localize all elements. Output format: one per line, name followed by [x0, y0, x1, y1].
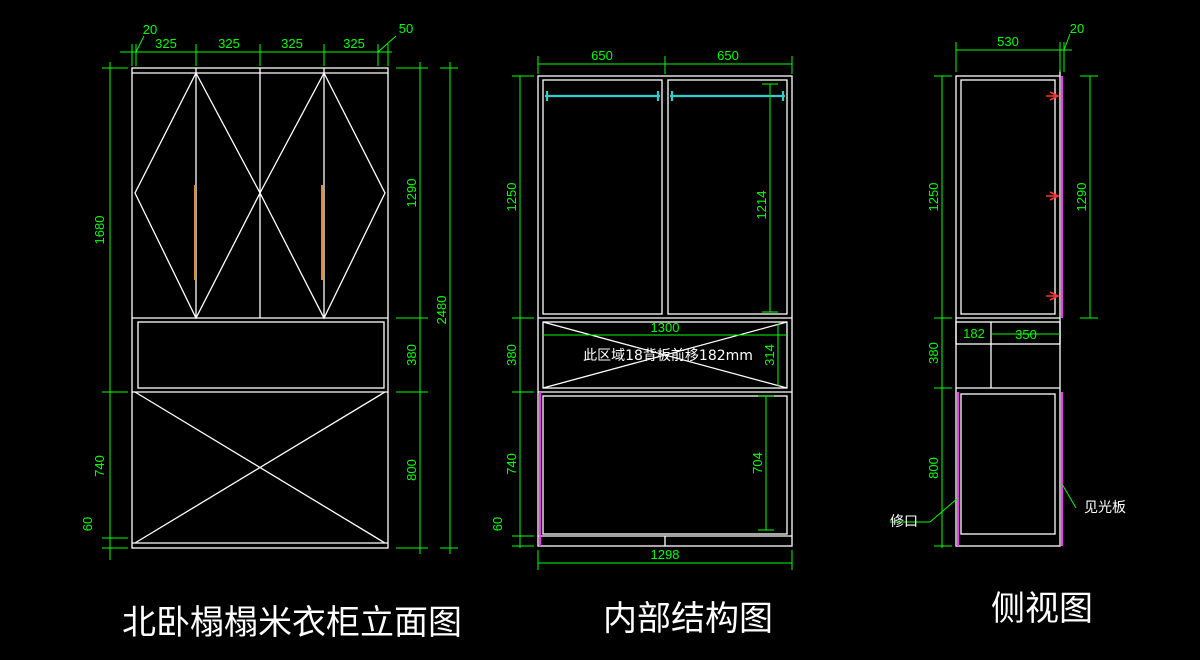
- upper-right-compartment: [667, 79, 788, 315]
- middle-compartment: [542, 321, 788, 389]
- dim-label: 60: [80, 517, 95, 531]
- dim-label: 800: [404, 459, 419, 481]
- side-view-title: 侧视图: [991, 589, 1093, 629]
- dim-label: 740: [92, 455, 107, 477]
- dim-leader: [135, 35, 145, 53]
- leader-line: [929, 497, 959, 523]
- dim-label: 1250: [926, 183, 941, 212]
- dim-leader: [377, 35, 397, 53]
- upper-left-compartment: [542, 79, 663, 315]
- front-elevation: 20 325 325 325 325 50 1680 740 60 1290 3…: [80, 21, 458, 560]
- dim-label: 1290: [1074, 183, 1089, 212]
- visible-panel-label: 见光板: [1084, 500, 1126, 516]
- dim-label: 60: [490, 517, 505, 531]
- front-elevation-title: 北卧榻榻米衣柜立面图: [122, 603, 462, 643]
- dim-label: 650: [717, 48, 739, 63]
- dim-label: 380: [926, 342, 941, 364]
- internal-structure-title: 内部结构图: [603, 599, 773, 639]
- dim-label: 182: [963, 326, 985, 341]
- lower-compartment: [542, 395, 788, 535]
- dim-label: 1214: [754, 191, 769, 220]
- hinge-icon: [1046, 291, 1060, 301]
- dim-label: 1680: [92, 216, 107, 245]
- leader-line: [1061, 483, 1077, 509]
- dim-label: 800: [926, 457, 941, 479]
- dim-label: 325: [343, 36, 365, 51]
- dim-label: 380: [404, 344, 419, 366]
- middle-cross-brace: [542, 321, 788, 389]
- lower-side-compartment: [960, 393, 1056, 535]
- dim-label: 20: [143, 22, 157, 37]
- dim-label: 325: [155, 36, 177, 51]
- dim-label: 2480: [434, 296, 449, 325]
- hinge-icon: [1046, 91, 1060, 101]
- dim-label: 704: [750, 452, 765, 474]
- side-outline: [955, 75, 1061, 547]
- middle-open-panel: [137, 321, 385, 389]
- backboard-note: 此区域18背板前移182mm: [583, 347, 753, 364]
- dim-label: 314: [762, 344, 777, 366]
- dim-label: 380: [504, 344, 519, 366]
- dim-label: 1290: [404, 179, 419, 208]
- internal-outline: [537, 75, 793, 547]
- door-diamond-pattern: [134, 71, 261, 320]
- side-view: 530 20 1250 380 800 1290 182 350 修口 见光板: [890, 21, 1126, 548]
- dim-label: 325: [281, 36, 303, 51]
- dim-label: 1298: [651, 547, 680, 562]
- dim-label: 530: [997, 34, 1019, 49]
- middle-top-band: [955, 321, 1061, 345]
- internal-structure: 650 650 1250 380 740 60 1214 314 704 130…: [490, 48, 793, 570]
- dim-label: 650: [591, 48, 613, 63]
- dim-label: 20: [1070, 21, 1084, 36]
- trim-label: 修口: [890, 514, 918, 530]
- dim-label: 50: [399, 21, 413, 36]
- upper-side-compartment: [960, 79, 1056, 315]
- dim-leader: [1063, 33, 1071, 51]
- dim-label: 1300: [651, 320, 680, 335]
- dim-label: 1250: [504, 183, 519, 212]
- dim-label: 740: [504, 453, 519, 475]
- hinge-icon: [1046, 191, 1060, 201]
- dim-label: 350: [1015, 327, 1037, 342]
- tatami-cross-brace: [134, 391, 386, 544]
- dim-label: 325: [218, 36, 240, 51]
